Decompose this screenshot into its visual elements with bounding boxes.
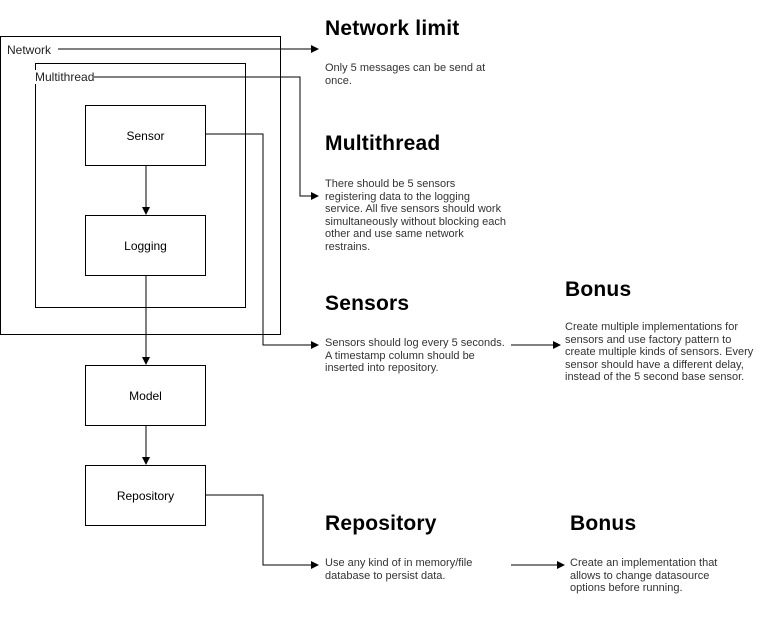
repository-to-note-arrow [206, 494, 319, 569]
repository-node: Repository [85, 465, 206, 526]
sensor-to-sensors-note-arrow [206, 133, 319, 349]
sensors-text: Sensors should log every 5 seconds. A ti… [325, 337, 505, 374]
sensors-heading: Sensors [325, 292, 410, 315]
multithread-text: There should be 5 sensors registering da… [325, 178, 506, 253]
repository-heading: Repository [325, 512, 437, 535]
network-container [0, 36, 281, 335]
multithread-container [35, 63, 246, 308]
model-node: Model [85, 365, 206, 426]
repository-text: Use any kind of in memory/file database … [325, 557, 473, 582]
network-container-label: Network [7, 43, 52, 57]
logging-node: Logging [85, 215, 206, 276]
repository-bonus-heading: Bonus [570, 512, 637, 535]
network-limit-text: Only 5 messages can be send at once. [325, 62, 486, 87]
sensors-bonus-text: Create multiple implementations for sens… [565, 321, 754, 383]
multithread-container-label: Multithread [35, 70, 95, 84]
network-limit-heading: Network limit [325, 17, 460, 40]
sensor-node: Sensor [85, 105, 206, 166]
multithread-heading: Multithread [325, 132, 441, 155]
sensors-bonus-heading: Bonus [565, 278, 632, 301]
multithread-to-note-arrow [94, 76, 319, 200]
repository-bonus-text: Create an implementation that allows to … [570, 557, 718, 594]
